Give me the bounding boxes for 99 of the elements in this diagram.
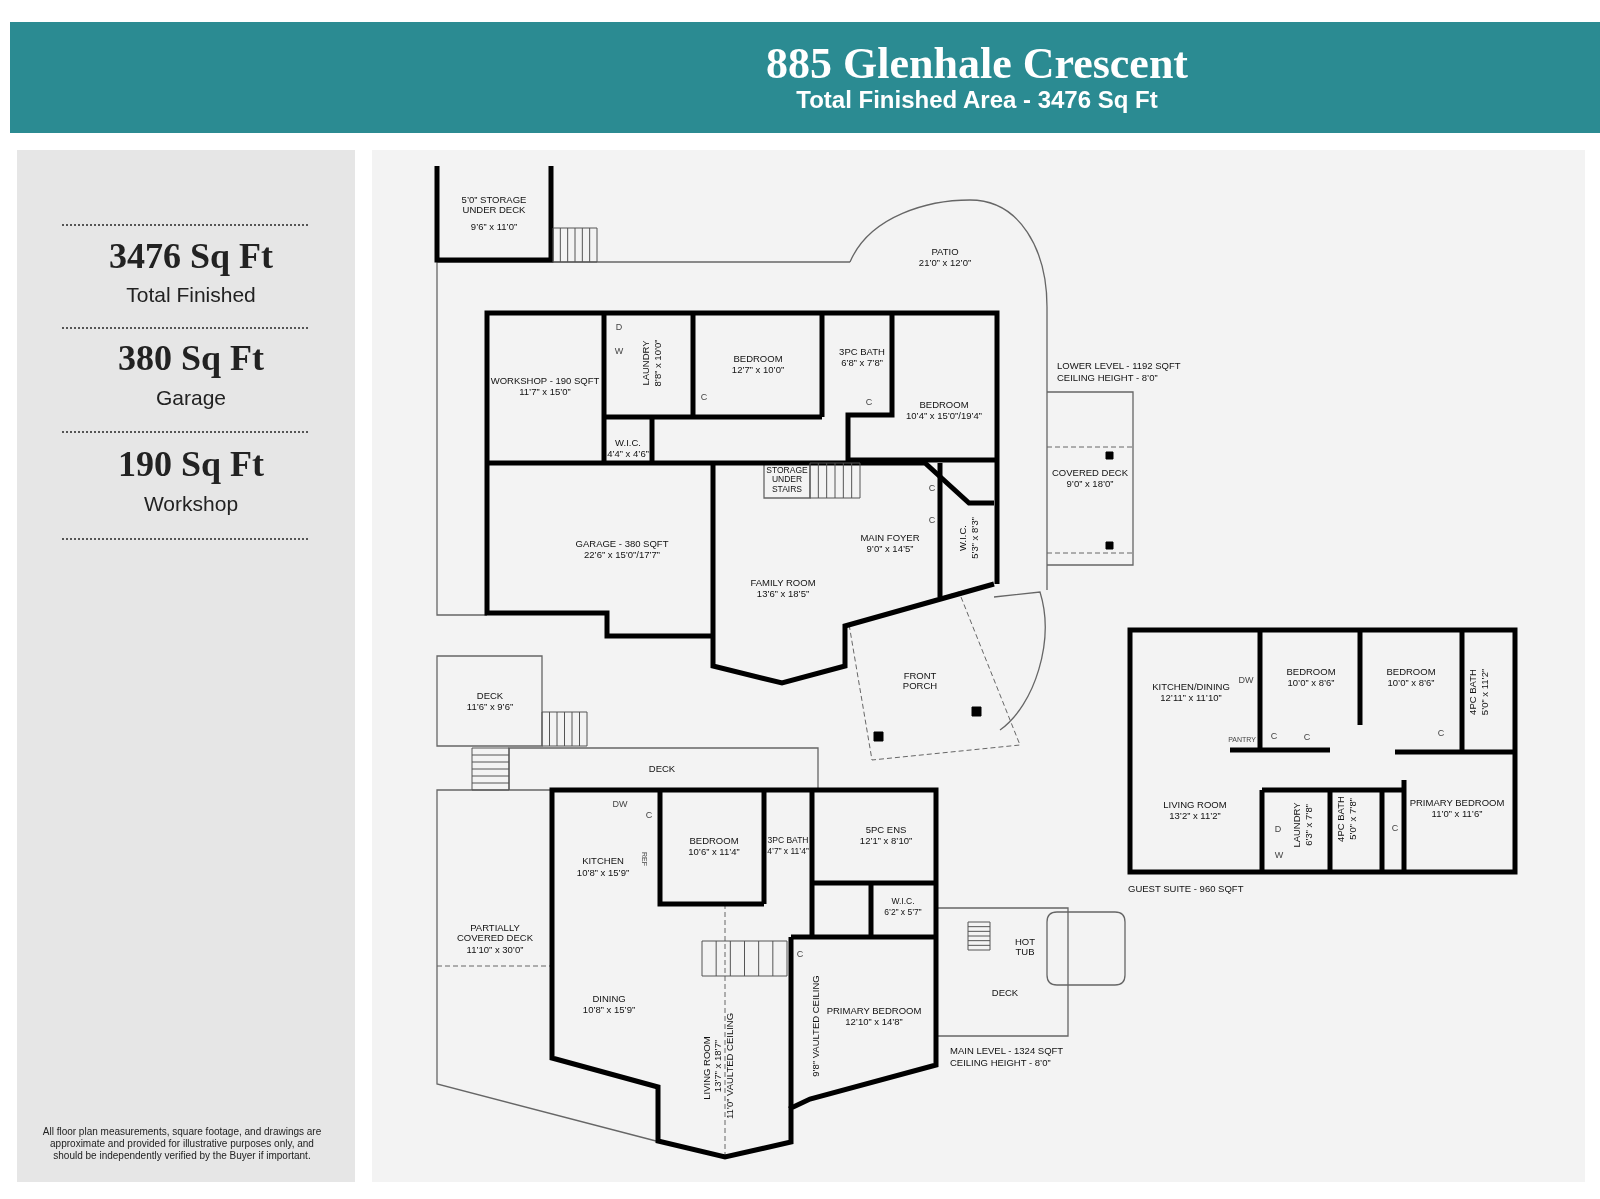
fixture-label: C (1391, 824, 1399, 834)
fixture-label: DW (1238, 676, 1254, 686)
room-dimensions: 10’4” x 15’0”/19’4” (906, 410, 982, 422)
room-label: DECK (476, 690, 504, 702)
fixture-label: C (700, 393, 708, 403)
room-dimensions: 11’10” x 30’0” (466, 944, 524, 956)
room-label: BEDROOM (1286, 666, 1336, 678)
room-dimensions: 12’1” x 8’10” (859, 835, 913, 847)
level-note: LOWER LEVEL - 1192 SQFT (1057, 360, 1181, 372)
room-dimensions: 5’0” x 7’8” (1347, 798, 1359, 840)
room-label: DINING (592, 993, 626, 1005)
room-dimensions: 10’0” x 8’6” (1387, 677, 1435, 689)
fixture-label: C (1437, 729, 1445, 739)
room-dimensions: 9’0” x 14’5” (866, 543, 914, 555)
room-label: PRIMARY BEDROOM (1409, 797, 1505, 809)
room-label: 6’2” x 5’7” (884, 908, 922, 918)
room-label: GARAGE - 380 SQFT (575, 538, 669, 550)
room-label: W.I.C. (615, 437, 641, 449)
room-label: 5’0” STORAGE UNDER DECK (460, 194, 528, 216)
room-label: KITCHEN/DINING (1152, 681, 1230, 693)
page-subtitle: Total Finished Area - 3476 Sq Ft (796, 86, 1158, 114)
room-dimensions: 13’6” x 18’5” (756, 588, 810, 600)
page-title: 885 Glenhale Crescent (766, 40, 1188, 88)
room-dimensions: 13’2” x 11’2” (1169, 810, 1221, 822)
area-caption: Workshop (143, 492, 239, 516)
room-dimensions: 11’0” x 11’6” (1431, 808, 1483, 820)
room-label: 3PC BATH (839, 346, 885, 358)
room-label: 3PC BATH (767, 836, 809, 846)
room-dimensions: 13’7” x 18’7” (712, 1039, 724, 1093)
room-dimensions: 22’6” x 15’0”/17’7” (584, 549, 660, 561)
room-label: 4’7” x 11’4” (767, 847, 809, 857)
room-dimensions: 10’8” x 15’9” (582, 1004, 636, 1016)
room-label: PATIO (931, 246, 959, 258)
level-note: CEILING HEIGHT - 8’0” (950, 1057, 1051, 1069)
room-label: BEDROOM (689, 835, 739, 847)
room-dimensions: 6’8” x 7’8” (841, 357, 883, 369)
room-label: MAIN FOYER (860, 532, 920, 544)
room-label: W.I.C. (957, 525, 969, 551)
fixture-label: D (615, 323, 623, 333)
room-label: 5PC ENS (865, 824, 907, 836)
room-dimensions: 11’7” x 15’0” (519, 386, 571, 398)
room-label: HOT TUB (1013, 936, 1037, 958)
area-figure: 190 Sq Ft (118, 445, 264, 485)
fixture-label: W (614, 347, 624, 357)
room-label: BEDROOM (919, 399, 969, 411)
area-figure: 3476 Sq Ft (109, 237, 273, 277)
room-label: COVERED DECK (1052, 467, 1128, 479)
fixture-label: C (928, 484, 936, 494)
fixture-label: C (865, 398, 873, 408)
room-label: KITCHEN (582, 855, 624, 867)
fixture-label: C (1270, 732, 1278, 742)
room-dimensions: 8’8” x 10’0” (652, 339, 664, 387)
room-dimensions: 21’0” x 12’0” (918, 257, 972, 269)
room-label: 4PC BATH (1335, 796, 1347, 842)
room-label: STORAGE UNDER STAIRS (765, 466, 809, 494)
room-dimensions: 5’3” x 8’3” (969, 517, 981, 559)
room-label: DECK (991, 987, 1019, 999)
room-dimensions: 12’7” x 10’0” (731, 364, 785, 376)
room-label: WORKSHOP - 190 SQFT (490, 375, 600, 387)
level-note: MAIN LEVEL - 1324 SQFT (950, 1045, 1064, 1057)
room-dimensions: 9’6” x 11’0” (470, 221, 518, 233)
area-caption: Total Finished (126, 283, 256, 307)
room-label: BEDROOM (1386, 666, 1436, 678)
fixture-label: W (1274, 851, 1284, 861)
room-label: LIVING ROOM (1163, 799, 1227, 811)
room-label: BEDROOM (733, 353, 783, 365)
area-caption: Garage (156, 386, 226, 410)
room-dimensions: 11’0” VAULTED CEILING (724, 1012, 736, 1120)
room-label: W.I.C. (891, 897, 915, 907)
room-dimensions: 9’0” x 18’0” (1066, 478, 1114, 490)
disclaimer-note: All floor plan measurements, square footage, and drawings are approximate and provided for illustrative purposes only, and should be independently verified by the Buyer if important. (41, 1126, 323, 1162)
room-label: FRONT PORCH (901, 670, 939, 692)
fixture-label: C (1303, 733, 1311, 743)
room-dimensions: 10’6” x 11’4” (688, 846, 740, 858)
level-note: CEILING HEIGHT - 8’0” (1057, 372, 1158, 384)
room-dimensions: 5’0” x 11’2” (1479, 668, 1491, 716)
fixture-label: C (796, 950, 804, 960)
room-dimensions: 4’4” x 4’6” (607, 448, 649, 460)
room-label: LIVING ROOM (701, 1036, 713, 1100)
fixture-label: DW (612, 800, 628, 810)
fixture-label: C (928, 516, 936, 526)
room-label: 4PC BATH (1467, 669, 1479, 715)
level-note: GUEST SUITE - 960 SQFT (1128, 883, 1244, 895)
room-dimensions: 6’3” x 7’8” (1303, 804, 1315, 846)
room-dimensions: 12’11” x 11’10” (1160, 692, 1222, 704)
room-label: DECK (648, 763, 676, 775)
room-label: PRIMARY BEDROOM (826, 1005, 922, 1017)
room-label: 9’8” VAULTED CEILING (810, 975, 822, 1077)
fixture-label: D (1274, 825, 1282, 835)
area-figure: 380 Sq Ft (118, 339, 264, 379)
room-label: LAUNDRY (640, 340, 652, 386)
room-label: LAUNDRY (1291, 802, 1303, 848)
room-label: FAMILY ROOM (750, 577, 816, 589)
room-dimensions: 10’8” x 15’9” (576, 867, 630, 879)
room-dimensions: 12’10” x 14’8” (845, 1016, 903, 1028)
room-dimensions: 10’0” x 8’6” (1287, 677, 1335, 689)
room-dimensions: 11’6” x 9’6” (466, 701, 514, 713)
fixture-label: C (645, 811, 653, 821)
room-label: PARTIALLY COVERED DECK (456, 922, 534, 944)
